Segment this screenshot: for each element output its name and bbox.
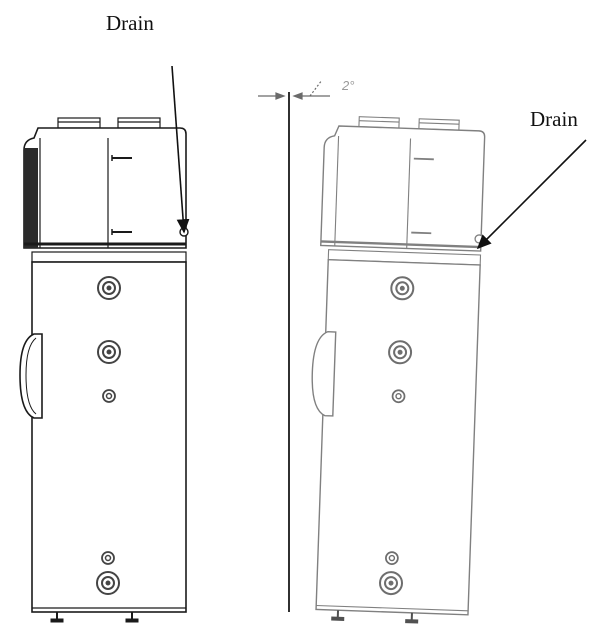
pipe-fitting-icon [388,340,413,365]
heat-pump-head [320,125,486,252]
drain-label-right: Drain [530,107,578,131]
drain-arrow-right [476,139,587,250]
pipe-fitting-icon [102,389,116,403]
leveling-foot-icon [50,612,139,623]
pipe-fitting-icon [390,276,415,301]
heat-pump-head [23,127,189,249]
upright-heater-unit [19,117,189,623]
top-duct-collars [57,117,161,129]
pipe-fitting-icon [97,340,121,364]
tilt-angle-label: 2° [341,78,354,93]
leveling-foot-icon [331,610,419,624]
tilted-heater-unit [311,116,486,624]
drain-label-left: Drain [106,11,154,35]
pipe-fitting-icon [391,389,406,404]
pipe-fitting-icon [101,551,115,565]
side-handle-icon [19,333,43,419]
top-duct-collars [358,116,460,131]
pipe-fitting-icon [96,571,120,595]
tank-collar [31,251,187,263]
drain-arrow-left [171,65,190,234]
tank-body [31,261,187,613]
side-handle-icon [311,331,337,417]
pipe-fitting-icon [385,551,399,565]
tilt-angle-indicator [258,79,330,100]
pipe-fitting-icon [97,276,121,300]
tank-body [315,258,481,616]
pipe-fitting-icon [379,571,404,596]
